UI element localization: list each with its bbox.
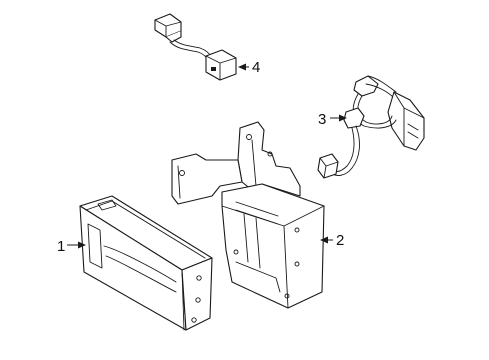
callout-3: 3 — [318, 111, 347, 128]
callout-2: 2 — [320, 232, 344, 249]
part-2-bracket — [171, 121, 325, 309]
callout-label-3: 3 — [318, 111, 326, 128]
callout-4: 4 — [238, 59, 260, 76]
part-4-connector-harness — [154, 13, 237, 81]
callout-1: 1 — [57, 238, 86, 255]
callout-label-4: 4 — [252, 59, 260, 76]
part-1-control-module — [79, 195, 213, 331]
part-3-wire-harness — [317, 75, 425, 179]
callout-label-1: 1 — [57, 238, 65, 255]
callout-label-2: 2 — [336, 232, 344, 249]
